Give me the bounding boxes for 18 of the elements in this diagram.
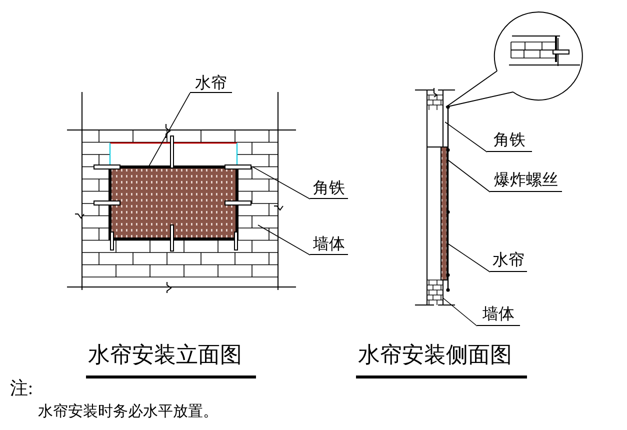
drawing-title: 水帘安装侧面图 <box>358 341 512 369</box>
leader-line <box>258 224 310 256</box>
note-heading: 注: <box>10 377 34 400</box>
callout-label: 墙体 <box>477 306 520 326</box>
callout-label: 墙体 <box>310 236 348 255</box>
note-text: 水帘安装时务必水平放置。 <box>38 402 218 421</box>
callout-label: 水帘 <box>490 252 527 272</box>
callout-label: 角铁 <box>487 132 532 152</box>
callout-label: 水帘 <box>190 75 232 93</box>
callout-label: 角铁 <box>310 180 348 199</box>
leader-line <box>252 166 310 200</box>
leader-line <box>448 160 490 192</box>
drawing-title: 水帘安装立面图 <box>88 341 242 369</box>
callout-label: 爆炸螺丝 <box>490 172 562 192</box>
leader-line <box>446 242 490 272</box>
leader-line <box>444 122 488 152</box>
leader-line <box>442 298 478 326</box>
leader-line <box>148 92 190 166</box>
